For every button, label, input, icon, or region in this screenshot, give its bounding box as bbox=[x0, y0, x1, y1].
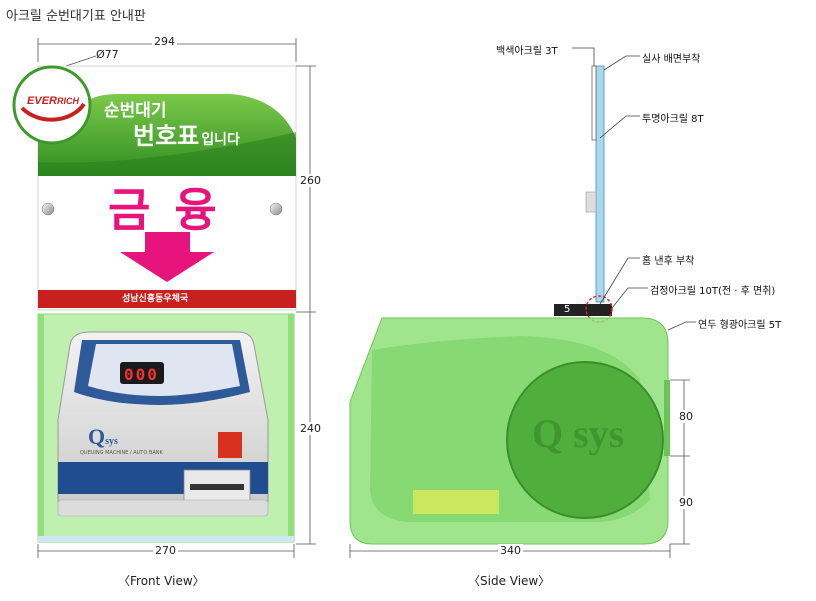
sign-big-text: 금 융 bbox=[108, 183, 221, 237]
front-height-dimension bbox=[296, 65, 316, 545]
dim-height-bottom: 240 bbox=[299, 422, 322, 435]
sign-line1: 순번대기 bbox=[104, 101, 167, 121]
machine-brand-q: Q bbox=[88, 424, 106, 449]
note-back-print: 실사 배면부착 bbox=[642, 54, 701, 65]
front-sign-panel bbox=[37, 65, 297, 311]
note-white-acrylic: 백색아크릴 3T bbox=[496, 46, 558, 57]
queue-machine-front bbox=[57, 331, 269, 517]
everrich-logo bbox=[12, 65, 92, 145]
logo-line2: RICH bbox=[56, 96, 79, 106]
sign-line2a: 번호표 bbox=[133, 122, 200, 150]
note-green-acrylic: 연두 형광아크릴 5T bbox=[698, 320, 782, 331]
page-title: 아크릴 순번대기표 안내판 bbox=[6, 9, 146, 24]
side-lime-housing bbox=[349, 317, 670, 545]
side-panel bbox=[585, 65, 605, 303]
bolt-icon bbox=[41, 202, 55, 216]
side-brand-text: Q sys bbox=[532, 411, 625, 456]
bolt-icon bbox=[269, 202, 283, 216]
dim-upper: 80 bbox=[678, 410, 694, 423]
note-groove: 홈 낸후 부착 bbox=[642, 256, 695, 267]
note-black-acrylic: 검정아크릴 10T(전 · 후 면취) bbox=[650, 286, 776, 297]
machine-subtitle: QUEUING MACHINE / AUTO BANK bbox=[80, 450, 163, 456]
note-clear-acrylic: 투명아크릴 8T bbox=[642, 114, 704, 125]
sign-line2b: 입니다 bbox=[201, 132, 240, 148]
dim-width-top: 294 bbox=[152, 35, 177, 48]
dim-lower: 90 bbox=[678, 496, 694, 509]
side-leader-lines bbox=[572, 47, 696, 331]
dim-base: 5 bbox=[564, 304, 571, 315]
front-view-caption: 〈Front View〉 bbox=[118, 574, 205, 588]
machine-display: 000 bbox=[124, 365, 159, 384]
dim-height-top: 260 bbox=[299, 174, 322, 187]
dim-side-width: 340 bbox=[498, 544, 523, 557]
down-arrow-icon bbox=[120, 232, 214, 282]
black-acrylic-base bbox=[554, 304, 612, 316]
side-view-caption: 〈Side View〉 bbox=[468, 574, 551, 588]
circle-leader-line bbox=[65, 55, 97, 67]
side-height-dimension bbox=[670, 379, 690, 545]
dim-circle-diameter: Ø77 bbox=[96, 48, 119, 61]
machine-brand-sys: sys bbox=[105, 436, 118, 447]
logo-text: EVERRICH bbox=[18, 96, 88, 107]
sign-footer: 성남신흥동우체국 bbox=[122, 294, 189, 304]
logo-line1: EVER bbox=[27, 95, 57, 107]
dim-width-bottom: 270 bbox=[153, 544, 178, 557]
machine-brand: Qsys bbox=[88, 424, 118, 450]
